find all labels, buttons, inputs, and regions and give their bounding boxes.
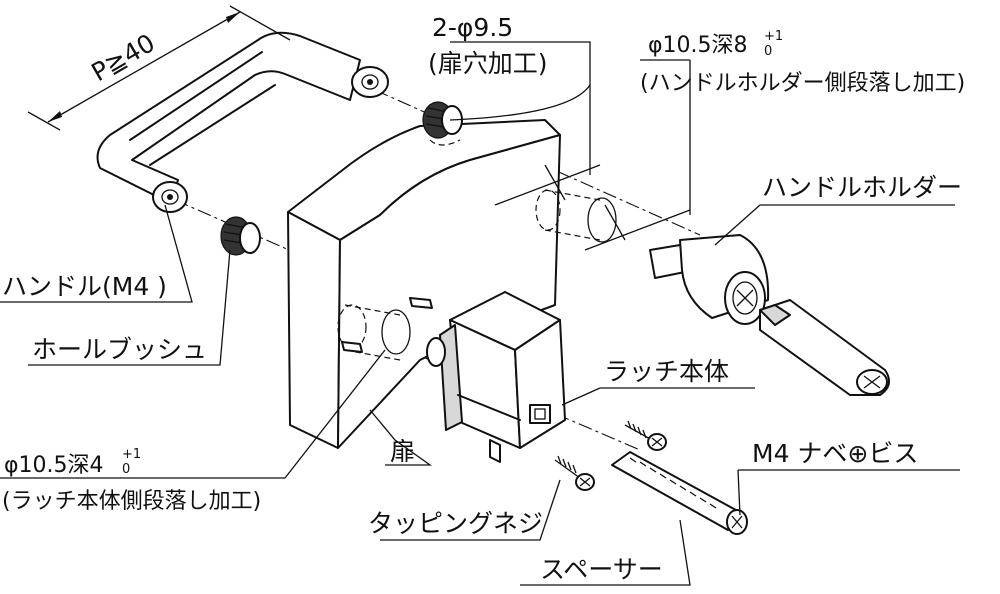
door-plate bbox=[287, 119, 561, 449]
labels: P≧40 2-φ9.5 (扉穴加工) φ10.5深8 +1 0 (ハンドルホルダ… bbox=[2, 13, 965, 584]
label-latch-body: ラッチ本体 bbox=[604, 357, 729, 386]
pitch-dimension bbox=[27, 5, 291, 131]
label-door-hole-sub: (扉穴加工) bbox=[428, 49, 548, 78]
door-holes bbox=[337, 189, 617, 361]
label-holder-recess-sub: (ハンドルホルダー側段落し加工) bbox=[640, 71, 965, 96]
label-door: 扉 bbox=[390, 437, 415, 466]
label-hole-bush: ホールブッシュ bbox=[32, 335, 207, 364]
tapping-screw-1 bbox=[624, 420, 667, 451]
label-screw: M4 ナベ⊕ビス bbox=[752, 439, 918, 468]
latch-pins bbox=[341, 297, 433, 353]
label-latch-recess-tol-upper: +1 bbox=[122, 447, 141, 462]
label-latch-recess-sub: (ラッチ本体側段落し加工) bbox=[2, 489, 261, 514]
spacer-part bbox=[611, 451, 748, 535]
latch-body-part bbox=[426, 291, 566, 463]
label-spacer: スペーサー bbox=[540, 555, 663, 584]
leader-lines bbox=[0, 41, 960, 586]
label-holder-recess-main: φ10.5深8 bbox=[648, 33, 748, 58]
label-holder-recess-tol-lower: 0 bbox=[764, 44, 772, 59]
label-door-hole-main: 2-φ9.5 bbox=[432, 13, 513, 42]
label-handle-holder: ハンドルホルダー bbox=[762, 173, 962, 202]
handle-holder-part bbox=[649, 234, 890, 396]
label-latch-recess-tol-lower: 0 bbox=[122, 462, 130, 477]
handle-part bbox=[96, 31, 389, 213]
label-holder-recess-tol-upper: +1 bbox=[764, 29, 783, 44]
tapping-screw-2 bbox=[554, 455, 595, 491]
label-tapping-screw: タッピングネジ bbox=[368, 509, 543, 538]
label-handle: ハンドル(M4 ) bbox=[2, 272, 167, 301]
label-latch-recess-main: φ10.5深4 bbox=[4, 453, 104, 478]
hole-bush-bottom bbox=[220, 216, 261, 256]
holder-recess-dimension bbox=[494, 59, 691, 251]
